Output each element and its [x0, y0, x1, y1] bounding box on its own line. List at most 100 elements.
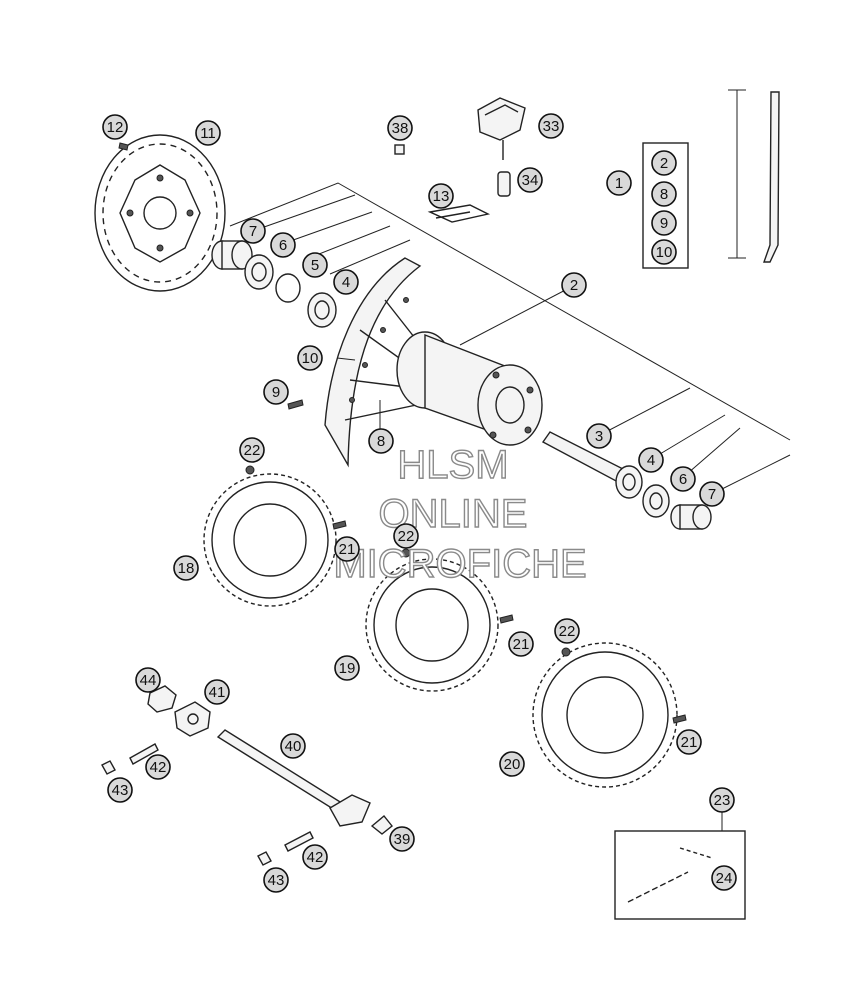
callout-number: 18: [178, 560, 195, 577]
callout-number: 43: [268, 872, 285, 889]
callout-4: 4: [638, 447, 664, 473]
callout-circle: [263, 379, 289, 405]
callout-circle: [499, 751, 525, 777]
callout-circle: [195, 120, 221, 146]
callout-number: 21: [339, 541, 356, 558]
callout-11: 11: [195, 120, 221, 146]
callout-circle: [107, 777, 133, 803]
watermark-line-1: HLSM: [397, 443, 508, 487]
callout-44: 44: [135, 667, 161, 693]
callout-number: 38: [392, 120, 409, 137]
callout-43: 43: [263, 867, 289, 893]
callout-circle: [302, 844, 328, 870]
callout-circle: [204, 679, 230, 705]
callout-1: 1: [606, 170, 632, 196]
callout-4: 4: [333, 269, 359, 295]
callout-21: 21: [508, 631, 534, 657]
callout-circle: [270, 232, 296, 258]
chain-box: [614, 812, 746, 920]
callout-42: 42: [145, 754, 171, 780]
spoke-bolt-9: [287, 399, 304, 410]
chain-guide-part: [477, 97, 526, 160]
callout-42: 42: [302, 844, 328, 870]
callout-circle: [517, 167, 543, 193]
drive-chain: [627, 847, 713, 903]
callout-circle: [102, 114, 128, 140]
disc-bolt: [118, 142, 129, 151]
callout-40: 40: [280, 733, 306, 759]
callout-circle: [263, 867, 289, 893]
callout-number: 4: [647, 452, 655, 469]
callout-circle: [393, 523, 419, 549]
callout-number: 23: [714, 792, 731, 809]
callout-18: 18: [173, 555, 199, 581]
callout-6: 6: [270, 232, 296, 258]
callout-34: 34: [517, 167, 543, 193]
callout-number: 6: [679, 471, 687, 488]
callout-number: 22: [244, 442, 261, 459]
callout-circle: [302, 252, 328, 278]
spacer-34: [497, 171, 511, 197]
callout-number: 3: [595, 428, 603, 445]
callout-number: 20: [504, 756, 521, 773]
callout-number: 41: [209, 684, 226, 701]
callout-number: 42: [307, 849, 324, 866]
left-circlip: [275, 273, 301, 303]
callout-24: 24: [711, 865, 737, 891]
callout-circle: [333, 269, 359, 295]
callout-number: 33: [543, 118, 560, 135]
axle-cap: [370, 815, 393, 835]
callout-2: 2: [561, 272, 587, 298]
callout-number: 13: [433, 188, 450, 205]
callout-circle: [145, 754, 171, 780]
callout-circle: [508, 631, 534, 657]
callout-number: 42: [150, 759, 167, 776]
callout-21: 21: [676, 729, 702, 755]
callout-number: 10: [302, 350, 319, 367]
callout-number: 10: [656, 244, 673, 261]
sprocket-19: [365, 558, 499, 692]
bolt-38: [394, 144, 405, 155]
callout-22: 22: [554, 618, 580, 644]
callout-circle: [297, 345, 323, 371]
callout-circle: [428, 183, 454, 209]
hub-sleeve: [541, 431, 626, 483]
callout-number: 40: [285, 738, 302, 755]
callout-circle: [651, 239, 677, 265]
callout-number: 43: [112, 782, 129, 799]
sprocket-18: [203, 473, 337, 607]
callout-circle: [638, 447, 664, 473]
callout-8: 8: [651, 181, 677, 207]
callout-circle: [387, 115, 413, 141]
callout-number: 21: [513, 636, 530, 653]
callout-circle: [334, 536, 360, 562]
callout-number: 24: [716, 870, 733, 887]
callout-circle: [240, 218, 266, 244]
wheel-hub: [396, 331, 543, 446]
callout-6: 6: [670, 466, 696, 492]
axle-nut: [147, 685, 177, 713]
callout-circle: [676, 729, 702, 755]
callout-number: 12: [107, 119, 124, 136]
callout-number: 22: [559, 623, 576, 640]
callout-circle: [711, 865, 737, 891]
callout-circle: [368, 428, 394, 454]
callout-33: 33: [538, 113, 564, 139]
callout-10: 10: [297, 345, 323, 371]
callout-circle: [173, 555, 199, 581]
callout-22: 22: [393, 523, 419, 549]
callout-number: 8: [660, 186, 668, 203]
callout-number: 6: [279, 237, 287, 254]
callout-circle: [239, 437, 265, 463]
callout-21: 21: [334, 536, 360, 562]
callout-circle: [135, 667, 161, 693]
callout-5: 5: [302, 252, 328, 278]
callout-number: 1: [615, 175, 623, 192]
callout-38: 38: [387, 115, 413, 141]
callout-circle: [699, 481, 725, 507]
callout-circle: [389, 826, 415, 852]
callout-number: 19: [339, 660, 356, 677]
left-bearing: [307, 292, 337, 328]
